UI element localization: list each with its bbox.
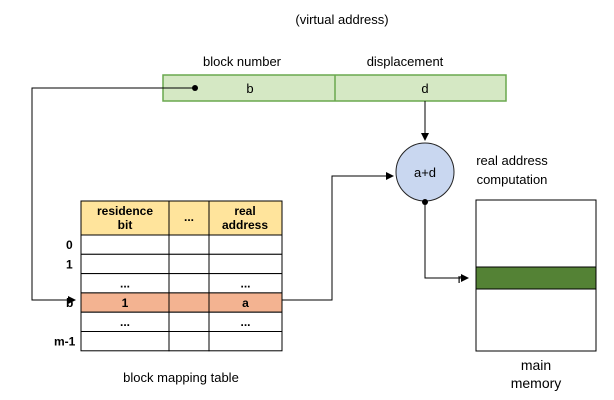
- table-caption: block mapping table: [123, 370, 239, 385]
- table-cell: [168, 253, 210, 275]
- table-header-ellipsis: [168, 200, 210, 236]
- table-cell: [168, 292, 210, 313]
- table-row-label: m-1: [54, 335, 76, 349]
- real-address-arrow: [282, 172, 394, 301]
- table-rows: 0 1...... 1 a b...... m-1: [54, 234, 283, 352]
- header-real-line2: address: [222, 218, 268, 232]
- table-cell-text: 1: [122, 296, 129, 310]
- header-residence-line2: bit: [118, 218, 133, 232]
- table-row-label: b: [66, 296, 73, 310]
- table-cell-text: a: [242, 296, 249, 310]
- table-cell: [80, 234, 170, 255]
- table-cell: [168, 234, 210, 255]
- table-cell: [168, 331, 210, 352]
- computation-caption-line1: real address: [476, 153, 548, 168]
- memory-caption-line2: memory: [511, 375, 562, 391]
- header-residence-line1: residence: [97, 204, 153, 218]
- computation-output-arrow: [424, 202, 469, 282]
- block-number-arrow: [31, 87, 195, 304]
- block-number-label: block number: [203, 54, 282, 69]
- table-cell-text: ...: [120, 277, 130, 291]
- header-ellipsis: ...: [184, 210, 194, 224]
- block-number-value: b: [246, 81, 253, 96]
- table-header-real-address: [208, 200, 283, 236]
- memory-caption-line1: main: [521, 357, 551, 373]
- block-mapping-table: residence bit ... real address 0 1...... 1…: [54, 200, 283, 352]
- computation-caption-line2: computation: [477, 172, 548, 187]
- table-cell: [80, 331, 170, 352]
- table-cell-text: ...: [120, 315, 130, 329]
- table-cell-text: ...: [240, 277, 250, 291]
- table-cell-text: ...: [240, 315, 250, 329]
- displacement-value: d: [421, 81, 428, 96]
- main-memory-block: [475, 266, 597, 290]
- table-cell: [80, 253, 170, 275]
- table-cell: [168, 273, 210, 294]
- table-cell: [208, 331, 283, 352]
- virtual-address-caption: (virtual address): [295, 12, 388, 27]
- header-real-line1: real: [234, 204, 255, 218]
- table-row-label: 1: [66, 257, 73, 271]
- displacement-label: displacement: [367, 54, 444, 69]
- table-cell: [208, 253, 283, 275]
- table-cell: [208, 234, 283, 255]
- table-row-label: 0: [66, 238, 73, 252]
- table-cell: [168, 311, 210, 333]
- computation-node-label: a+d: [414, 165, 436, 180]
- memory-pointer-label: r: [458, 271, 463, 286]
